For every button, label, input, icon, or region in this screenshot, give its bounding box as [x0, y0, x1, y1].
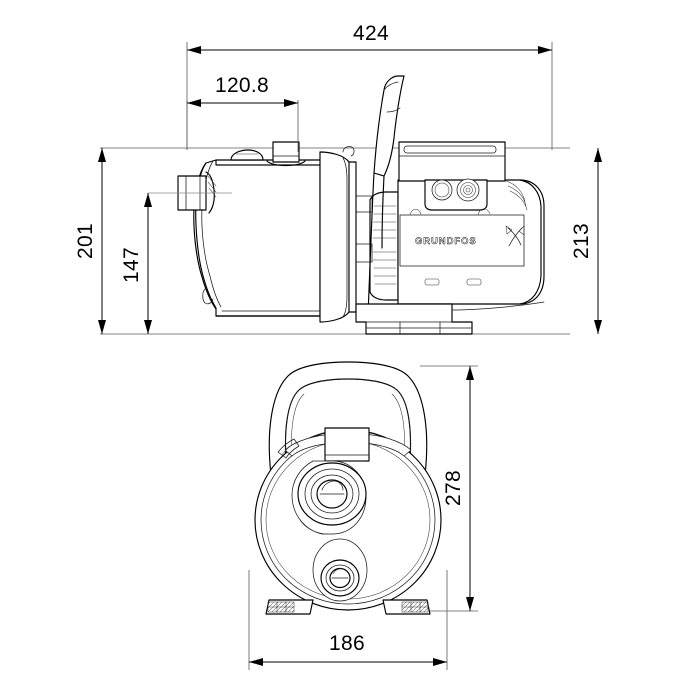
motor-assembly: GRUNDFOS — [369, 141, 545, 305]
motor-nameplate: GRUNDFOS — [399, 214, 525, 267]
arrow-147-top — [144, 193, 152, 207]
dim-278-value: 278 — [442, 470, 465, 506]
adapter-lug — [342, 146, 355, 157]
suction-boss — [205, 171, 215, 214]
dimension-overall-height-left: 201 — [74, 148, 106, 334]
handle-stem-back — [381, 175, 385, 249]
dim-278-text-mask — [444, 455, 468, 521]
priming-plug-cap — [230, 149, 264, 161]
handle-inner-arc — [285, 378, 411, 473]
dim-186-value: 186 — [329, 632, 365, 655]
dimension-inlet-to-discharge: 120.8 — [186, 72, 299, 152]
mounting-foot-left — [265, 599, 314, 615]
nameplate-panel — [399, 214, 525, 267]
adapter-inner-curve — [342, 157, 348, 318]
suction-shadow-arc — [299, 519, 329, 535]
discharge-port-front — [324, 427, 370, 462]
drain-ring-inner — [325, 564, 355, 592]
dim-1208-text-mask — [200, 72, 284, 96]
dim-1208-value: 120.8 — [215, 74, 269, 97]
terminal-box-body — [398, 141, 506, 182]
adapter-flange — [319, 151, 350, 323]
dim-186-text-mask — [316, 630, 378, 654]
dim-201-text-mask — [76, 208, 100, 274]
adapter-detail-lower — [355, 243, 373, 263]
dim-147-text-mask — [122, 232, 146, 298]
dimension-overall-height-right: 213 — [570, 148, 602, 334]
shaft-boss-center — [465, 187, 471, 193]
discharge-flange — [272, 141, 300, 163]
adapter-rim — [348, 161, 357, 313]
shaft-boss-ring-2 — [463, 185, 473, 195]
motor-control-bosses — [424, 178, 488, 211]
shaft-boss-circle — [456, 178, 480, 202]
suction-ring-inner — [310, 474, 354, 514]
suction-port-front — [291, 460, 367, 535]
arrow-424-left — [187, 46, 201, 54]
priming-plug — [230, 149, 264, 161]
motor-adapter-bracket — [319, 146, 373, 323]
discharge-boss-front — [324, 427, 370, 462]
terminal-box-lid-slot — [403, 145, 497, 154]
dim-424-text-mask — [340, 20, 402, 44]
side-elevation-view: GRUNDFOS — [74, 20, 602, 335]
terminal-box — [398, 141, 506, 182]
mounting-foot-right — [382, 599, 431, 615]
suction-boss-hatch — [207, 175, 217, 198]
dim-147-value: 147 — [120, 247, 143, 283]
arrow-147-bottom — [144, 320, 152, 334]
dimension-foot-width: 186 — [248, 570, 448, 670]
motor-rear-bell — [519, 179, 542, 305]
arrow-186-left — [249, 658, 263, 666]
mounting-feet-front — [265, 599, 431, 615]
shroud-bump-1 — [409, 208, 422, 216]
dim-201-value: 201 — [74, 223, 97, 259]
bracket-clip — [277, 438, 300, 459]
dim-213-text-mask — [572, 208, 596, 274]
base-plate-side — [355, 301, 545, 335]
front-end-view: 278 186 — [248, 361, 478, 670]
dim-213-value: 213 — [570, 223, 593, 259]
shaft-boss-ring-1 — [460, 182, 476, 198]
handle-fold-line — [386, 107, 401, 113]
drain-port-front — [312, 538, 368, 602]
suction-plug-dome — [321, 480, 344, 491]
arrow-201-bottom — [98, 320, 106, 334]
discharge-port — [266, 141, 306, 167]
grundfos-x-mark — [505, 225, 525, 247]
dimension-suction-centerline: 147 — [120, 192, 232, 334]
carry-handle-side — [367, 75, 405, 316]
capacitor-boss-inner — [434, 182, 450, 198]
handle-profile — [373, 75, 405, 177]
dimension-overall-height-front: 278 — [420, 365, 478, 612]
arrow-213-top — [594, 148, 602, 162]
arrow-213-bottom — [594, 320, 602, 334]
arrow-1208-left — [187, 99, 201, 107]
dim-424-value: 424 — [353, 22, 389, 45]
arrow-278-bottom — [466, 597, 474, 611]
arrow-186-right — [433, 658, 447, 666]
arrow-424-right — [538, 46, 552, 54]
vent-louvre-1 — [424, 278, 440, 286]
base-rear-edge — [451, 301, 545, 311]
grundfos-wordmark: GRUNDFOS — [415, 236, 477, 247]
arrow-1208-right — [284, 99, 298, 107]
pump-housing-body — [193, 159, 323, 317]
dimension-overall-length: 424 — [186, 20, 553, 150]
vent-louvre-2 — [466, 278, 482, 286]
motor-rear-ribs — [505, 180, 528, 211]
shroud-bump-2 — [477, 208, 491, 216]
handle-stem-front — [367, 172, 375, 316]
arrow-278-top — [466, 366, 474, 380]
bracket-clip-line — [281, 441, 298, 456]
handle-top-inner — [383, 81, 399, 91]
drain-plug — [202, 288, 214, 305]
drain-plug-dome — [332, 568, 344, 575]
x-mark-wings — [505, 225, 525, 236]
arrow-201-top — [98, 148, 106, 162]
discharge-base-fillet — [266, 160, 306, 167]
suction-ring-mid — [304, 468, 360, 520]
